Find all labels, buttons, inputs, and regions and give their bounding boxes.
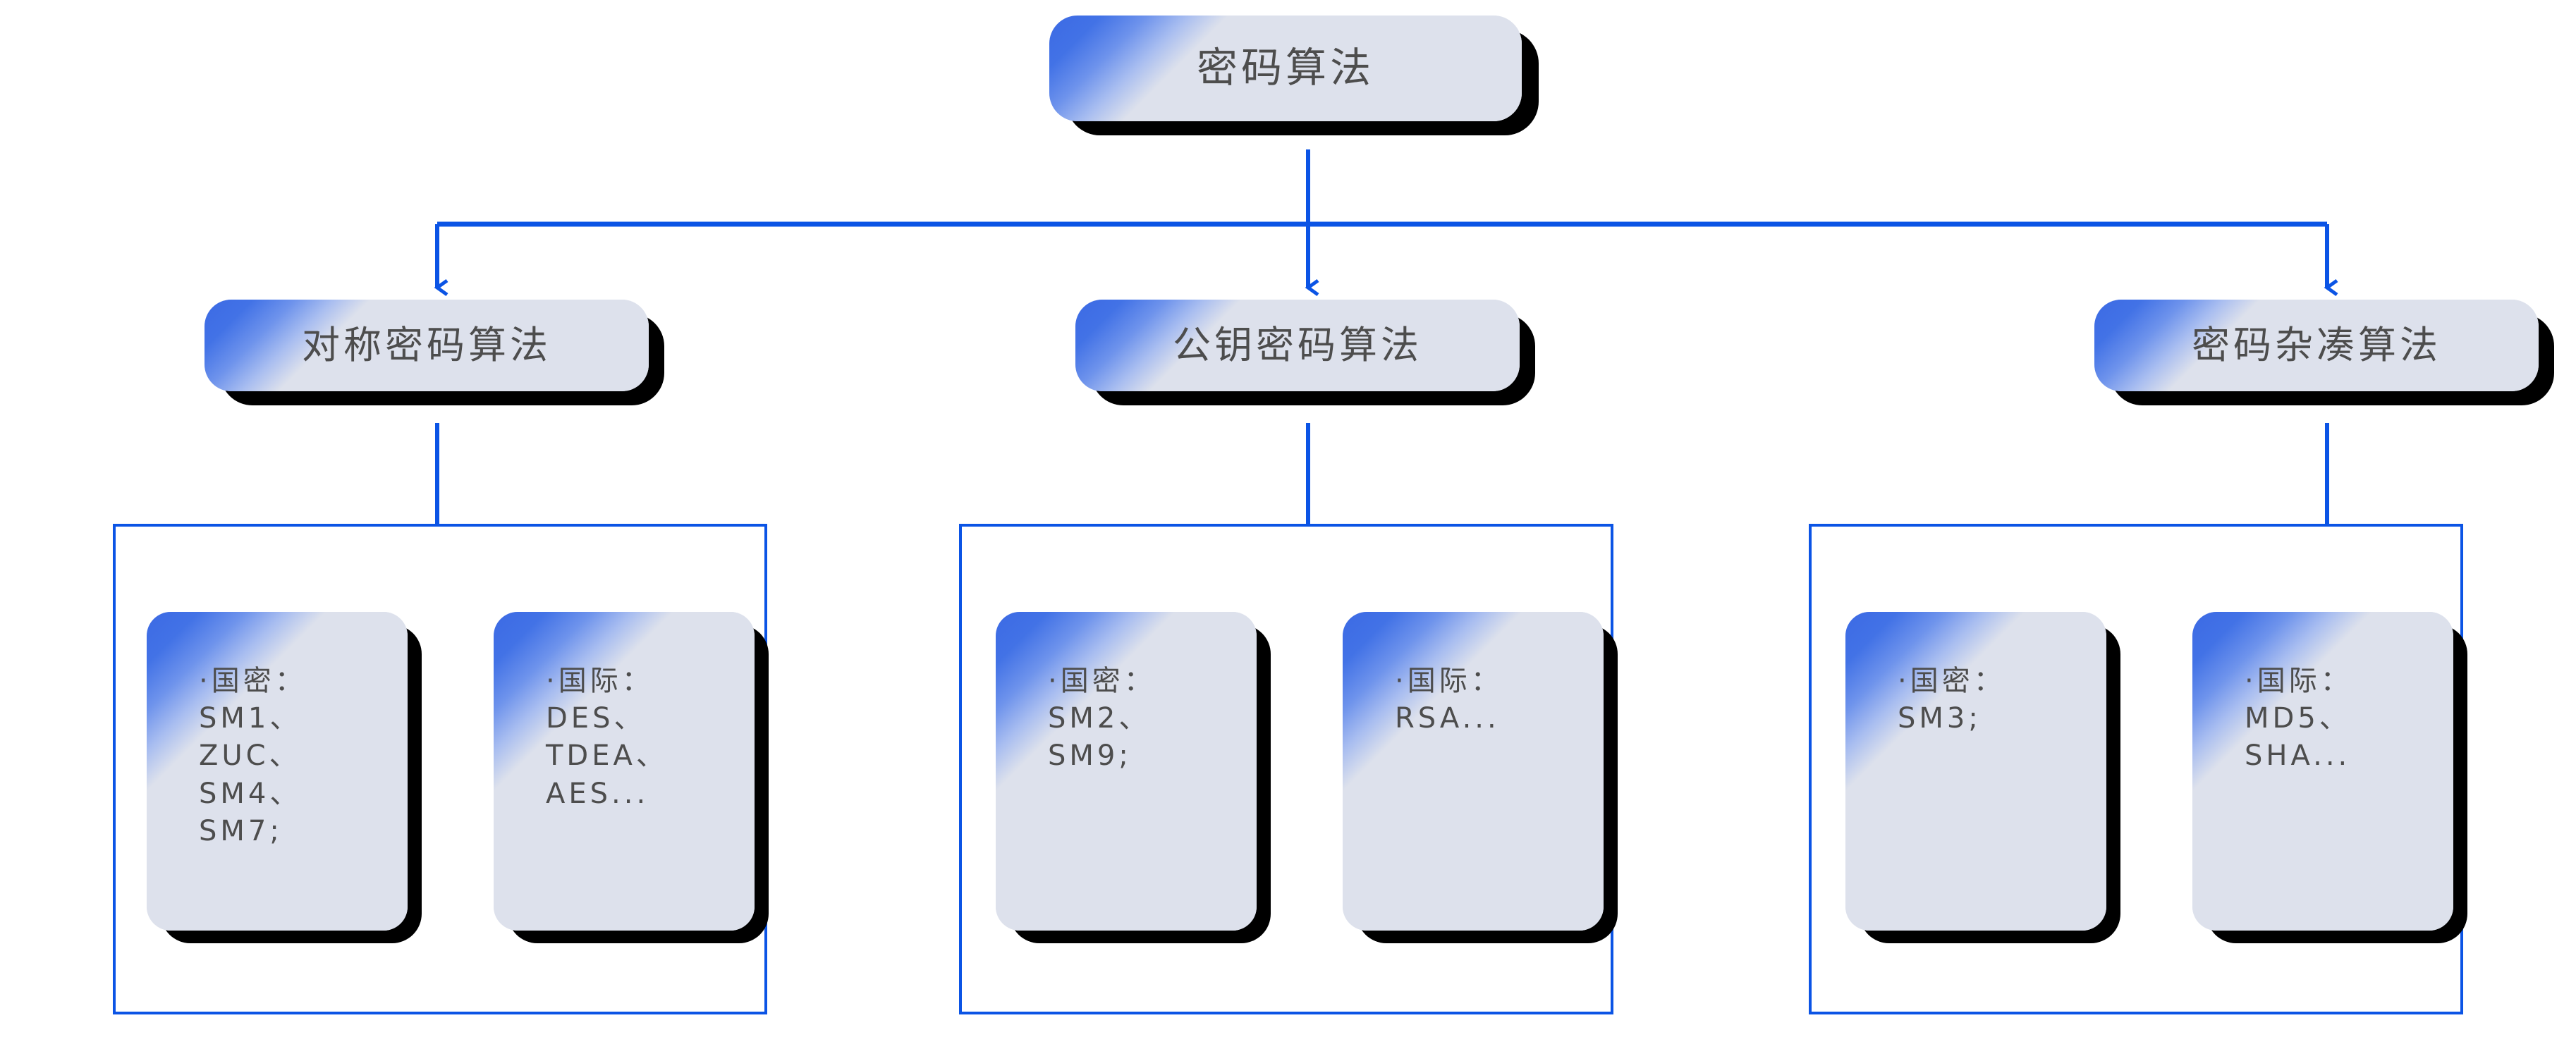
node-leaf-symmetric-international[interactable]: ·国际： DES、 TDEA、 AES... bbox=[494, 612, 769, 943]
node-label: ·国密： SM3; bbox=[1898, 665, 2006, 735]
node-label: 公钥密码算法 bbox=[1173, 323, 1422, 368]
card-panel: ·国密： SM3; bbox=[1845, 612, 2106, 931]
card-panel: ·国际： RSA... bbox=[1343, 612, 1604, 931]
card-panel: ·国密： SM2、 SM9; bbox=[996, 612, 1257, 931]
card-panel: 对称密码算法 bbox=[205, 300, 649, 391]
node-category-publickey[interactable]: 公钥密码算法 bbox=[1075, 300, 1535, 405]
card-panel: ·国际： DES、 TDEA、 AES... bbox=[494, 612, 755, 931]
node-leaf-hash-international[interactable]: ·国际： MD5、 SHA... bbox=[2192, 612, 2467, 943]
card-panel: 公钥密码算法 bbox=[1075, 300, 1520, 391]
node-label: ·国际： DES、 TDEA、 AES... bbox=[546, 665, 668, 810]
node-label: ·国际： RSA... bbox=[1395, 665, 1503, 735]
card-panel: 密码算法 bbox=[1049, 16, 1522, 121]
node-label: 密码杂凑算法 bbox=[2192, 323, 2441, 368]
node-label: ·国密： SM1、 ZUC、 SM4、 SM7; bbox=[199, 665, 307, 847]
node-label: 对称密码算法 bbox=[302, 323, 551, 368]
node-category-hash[interactable]: 密码杂凑算法 bbox=[2094, 300, 2554, 405]
node-category-symmetric[interactable]: 对称密码算法 bbox=[205, 300, 664, 405]
node-root-cipher-algorithm[interactable]: 密码算法 bbox=[1049, 16, 1539, 135]
node-label: ·国际： MD5、 SHA... bbox=[2245, 665, 2352, 773]
node-leaf-symmetric-domestic[interactable]: ·国密： SM1、 ZUC、 SM4、 SM7; bbox=[147, 612, 422, 943]
node-label: ·国密： SM2、 SM9; bbox=[1048, 665, 1156, 773]
node-leaf-publickey-domestic[interactable]: ·国密： SM2、 SM9; bbox=[996, 612, 1271, 943]
card-panel: 密码杂凑算法 bbox=[2094, 300, 2539, 391]
card-panel: ·国密： SM1、 ZUC、 SM4、 SM7; bbox=[147, 612, 408, 931]
corner-gradient-decoration bbox=[1845, 612, 2106, 931]
node-label: 密码算法 bbox=[1196, 44, 1374, 92]
node-leaf-hash-domestic[interactable]: ·国密： SM3; bbox=[1845, 612, 2120, 943]
node-leaf-publickey-international[interactable]: ·国际： RSA... bbox=[1343, 612, 1618, 943]
card-panel: ·国际： MD5、 SHA... bbox=[2192, 612, 2453, 931]
corner-gradient-decoration bbox=[1343, 612, 1604, 931]
